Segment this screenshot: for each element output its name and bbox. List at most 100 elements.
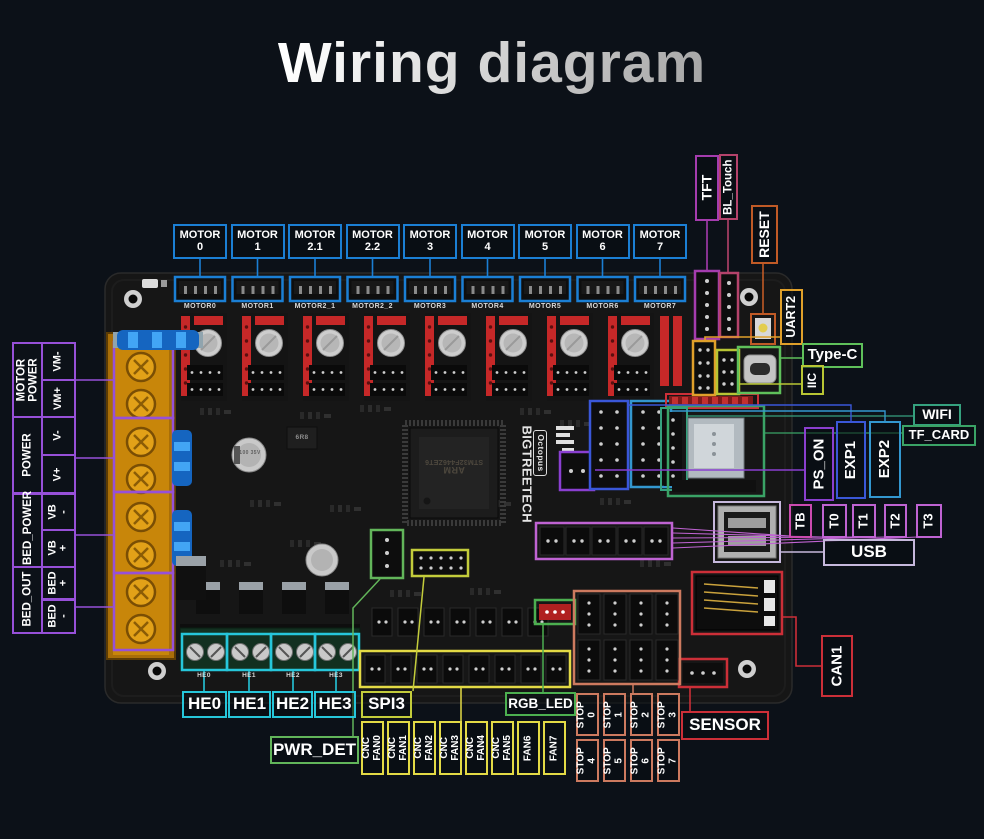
fan-power-headers: [371, 607, 549, 637]
chip-marking: ARM STM32F446ZET6: [424, 458, 484, 475]
tft-bltouch-headers: [693, 269, 740, 341]
terminal-vm-minus: VM-: [40, 342, 76, 382]
callout-he1: HE1: [228, 691, 271, 718]
power-group-name: POWER: [12, 415, 43, 495]
callout-tft: TFT: [695, 155, 719, 221]
btt-logo-icon: [556, 426, 574, 451]
silkscreen-motor5: MOTOR5: [528, 303, 562, 310]
terminal-vm-plus: VM+: [40, 378, 76, 418]
power-group-name: BED_POWER: [12, 491, 43, 568]
silkscreen-motor6: MOTOR6: [586, 303, 619, 310]
callout-t0: T0: [822, 504, 847, 538]
rgb-header: [533, 598, 577, 626]
inductor-marking: 6R8: [295, 434, 309, 441]
callout-he2: HE2: [272, 691, 313, 718]
endstop-headers: [572, 589, 682, 686]
callout-tb: TB: [789, 504, 812, 538]
callout-uart2: UART2: [780, 289, 803, 345]
page-title: Wiring diagram: [0, 30, 984, 96]
callout-he3: HE3: [314, 691, 356, 718]
callout-can1: CAN1: [821, 635, 853, 697]
callout-exp2: EXP2: [869, 421, 901, 498]
power-terminal-block: [106, 332, 176, 660]
motor-connectors: [173, 275, 687, 303]
fuses: [113, 330, 203, 566]
silkscreen-motor1: MOTOR1: [241, 303, 274, 310]
callout-wifi: WIFI: [913, 404, 961, 426]
callout-tfcard: TF_CARD: [902, 425, 976, 446]
callout-usb: USB: [823, 539, 915, 566]
power-terminal-table: MOTOR POWER VM- VM+ POWER V- V+ BED_POWE…: [12, 342, 76, 634]
rj45-can-port: [690, 570, 784, 636]
terminal-bed-plus: BED +: [40, 565, 76, 601]
callout-iic: IIC: [801, 365, 824, 395]
callout-t2: T2: [884, 504, 907, 538]
callout-fan7: FAN7: [543, 721, 566, 775]
silkscreen-he0: HE0: [197, 672, 211, 679]
silkscreen-motor4: MOTOR4: [471, 303, 504, 310]
mosfets: [176, 556, 349, 614]
capacitors: [231, 426, 339, 577]
callout-fan6: FAN6: [517, 721, 540, 775]
callout-typec: Type-C: [802, 343, 863, 368]
power-group-name: MOTOR POWER: [12, 342, 43, 418]
uart2-iic-headers: [691, 339, 741, 397]
power-group-name: BED_OUT: [12, 565, 43, 634]
mcu-chip: [402, 420, 506, 526]
mounting-holes: [124, 288, 758, 680]
silkscreen-he3: HE3: [329, 672, 343, 679]
terminal-vb-plus: VB +: [40, 528, 76, 568]
power-group-bed-power: BED_POWER VB - VB +: [12, 491, 76, 568]
emi-logo: [142, 279, 167, 288]
silkscreen-motor2-1: MOTOR2_1: [294, 303, 336, 310]
power-group-bed-out: BED_OUT BED + BED -: [12, 565, 76, 634]
callout-reset: RESET: [751, 205, 778, 264]
terminal-v-minus: V-: [40, 415, 76, 457]
terminal-vb-minus: VB -: [40, 492, 76, 532]
silkscreen-motor2-2: MOTOR2_2: [352, 303, 393, 310]
callout-rgbled: RGB_LED: [505, 692, 576, 716]
callout-t1: T1: [852, 504, 876, 538]
fan-headers: [358, 649, 572, 689]
silkscreen-he2: HE2: [286, 672, 300, 679]
silkscreen-he1: HE1: [242, 672, 256, 679]
callout-exp1: EXP1: [836, 421, 866, 499]
callout-t3: T3: [916, 504, 942, 538]
power-group-power: POWER V- V+: [12, 415, 76, 495]
callout-pson: PS_ON: [804, 427, 834, 501]
sensor-header: [677, 657, 729, 689]
callout-pwrdet: PWR_DET: [270, 736, 359, 764]
callout-bltouch: BL_Touch: [719, 154, 738, 220]
callout-spi3: SPI3: [361, 691, 412, 718]
stepper-drivers: [180, 312, 682, 402]
wifi-sd-zone: [660, 393, 766, 498]
capacitor-marking: 100 35V: [239, 450, 261, 456]
pwrdet-spi3-headers: [369, 528, 470, 580]
